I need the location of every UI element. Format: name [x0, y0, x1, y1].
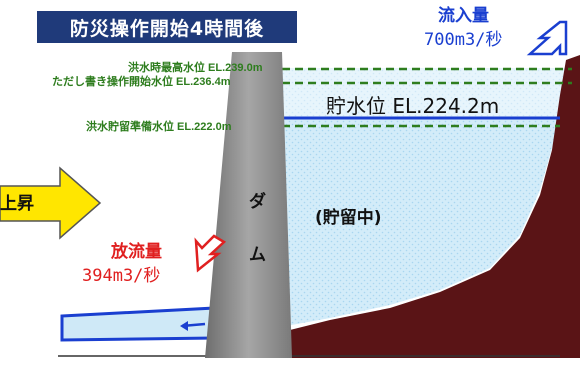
dam-label-2: ム	[249, 245, 266, 265]
reservoir-water	[280, 118, 560, 326]
outflow-value: 394m3/秒	[82, 266, 161, 286]
inflow-value: 700m3/秒	[424, 30, 503, 50]
outflow-label: 放流量	[111, 242, 162, 262]
inflow-label: 流入量	[438, 6, 489, 26]
outflow-arrow-icon	[194, 234, 227, 273]
mountain-terrain	[290, 55, 580, 358]
dam-body	[205, 52, 292, 358]
flood-standby-label: 洪水貯留準備水位 EL.222.0m	[86, 121, 232, 133]
page-title: 防災操作開始4時間後	[37, 11, 297, 43]
dam-label-1: ダ	[249, 192, 266, 212]
inflow-arrow-icon	[526, 20, 568, 56]
storage-level-label: 貯水位 EL.224.2m	[326, 94, 500, 118]
rise-arrow	[0, 166, 102, 240]
downstream-flow-arrowhead	[180, 321, 188, 331]
proviso-start-label: ただし書き操作開始水位 EL.236.4m	[52, 76, 231, 88]
rise-arrow-label: 上昇	[0, 194, 34, 214]
flood-zone	[282, 68, 572, 118]
reservoir-status: (貯留中)	[315, 208, 382, 228]
flood-max-label: 洪水時最高水位 EL.239.0m	[128, 62, 263, 74]
